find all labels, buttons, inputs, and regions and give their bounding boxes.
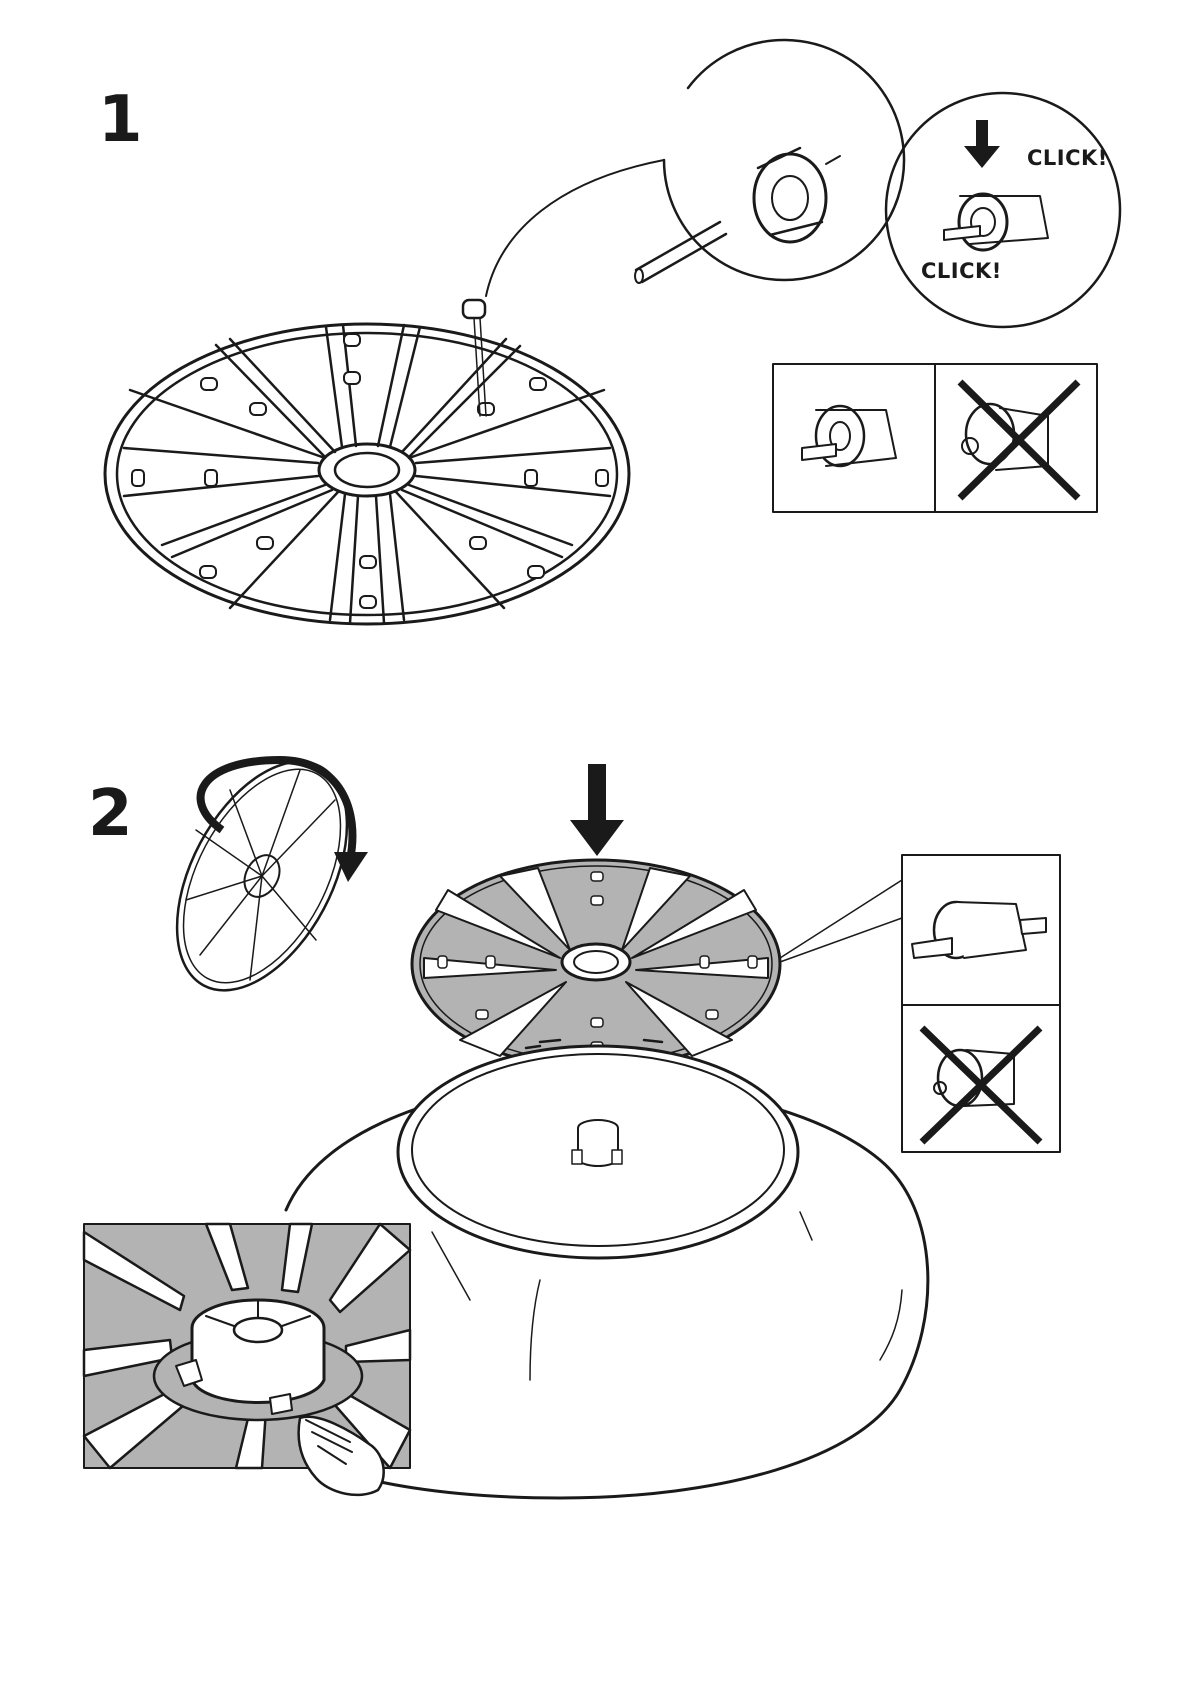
step1-zoom-click <box>886 93 1120 327</box>
step2-comparison-boxes <box>902 855 1060 1152</box>
down-arrow-icon <box>570 764 624 856</box>
step1-disc <box>105 300 629 624</box>
step2-zoom-hub <box>84 1224 410 1495</box>
step2-disc <box>412 860 780 1068</box>
step1-comparison-boxes <box>773 364 1097 512</box>
down-arrow-icon <box>964 120 1000 168</box>
step1-zoom-insert <box>635 40 904 283</box>
step2-flip-disc <box>142 734 382 1019</box>
rotate-arrow-icon <box>201 760 353 860</box>
